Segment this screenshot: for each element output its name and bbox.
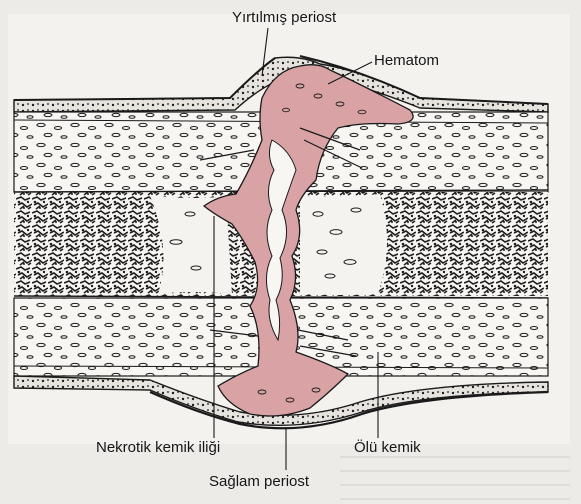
background-print-bleed bbox=[340, 452, 570, 500]
label-torn-periosteum: Yırtılmış periost bbox=[232, 10, 336, 25]
label-hematoma: Hematom bbox=[374, 53, 439, 68]
label-necrotic-marrow: Nekrotik kemik iliği bbox=[96, 440, 220, 455]
necrotic-zone-right bbox=[300, 194, 387, 295]
label-intact-periosteum: Sağlam periost bbox=[209, 474, 309, 489]
label-dead-bone: Ölü kemik bbox=[354, 440, 421, 455]
